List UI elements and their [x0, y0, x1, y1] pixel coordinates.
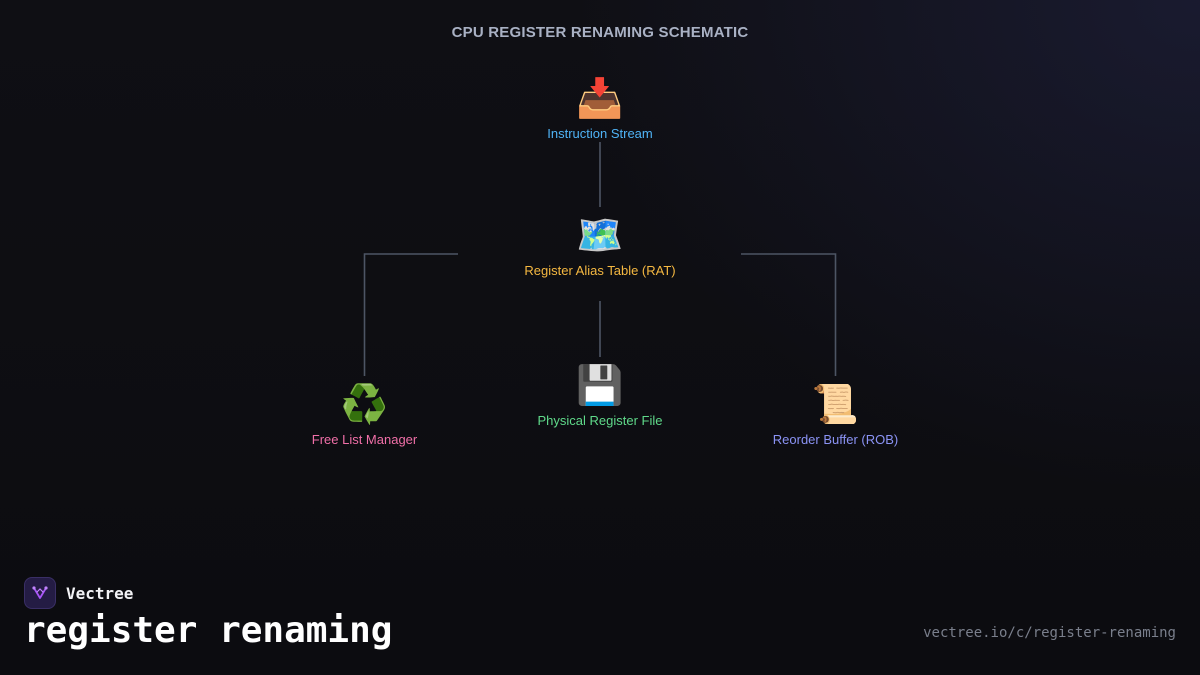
connector-rat-to-rob	[741, 253, 837, 376]
node-label: Register Alias Table (RAT)	[524, 263, 676, 278]
world-map-icon: 🗺️	[576, 215, 624, 257]
brand: Vectree	[24, 577, 133, 609]
node-label: Reorder Buffer (ROB)	[772, 432, 899, 447]
page-url[interactable]: vectree.io/c/register-renaming	[923, 625, 1176, 641]
page-heading: register renaming	[24, 610, 393, 651]
connector-rat-to-free-list	[363, 253, 458, 376]
scroll-icon: 📜	[811, 384, 860, 426]
node-instruction-stream: 📥 Instruction Stream	[480, 76, 720, 141]
brand-name: Vectree	[66, 583, 134, 603]
node-physical-register-file: 💾 Physical Register File	[480, 363, 720, 428]
node-label: Physical Register File	[537, 413, 663, 428]
diagram-title: CPU REGISTER RENAMING SCHEMATIC	[451, 24, 749, 41]
vectree-logo-icon	[24, 577, 56, 609]
floppy-disk-icon: 💾	[576, 365, 624, 407]
node-label: Instruction Stream	[547, 126, 653, 141]
node-reorder-buffer: 📜 Reorder Buffer (ROB)	[716, 382, 956, 447]
node-label: Free List Manager	[311, 432, 418, 447]
inbox-tray-icon: 📥	[576, 78, 624, 120]
node-register-alias-table: 🗺️ Register Alias Table (RAT)	[480, 213, 720, 278]
node-free-list-manager: ♻️ Free List Manager	[245, 382, 485, 447]
recycle-icon: ♻️	[340, 384, 389, 426]
